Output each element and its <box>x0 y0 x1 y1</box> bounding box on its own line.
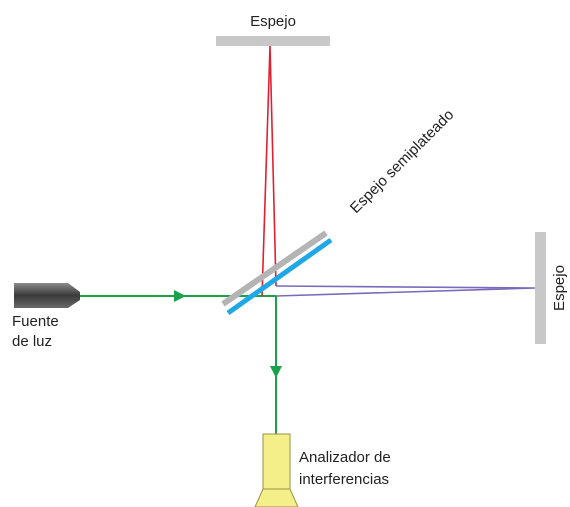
beam-splitter-label: Espejo semiplateado <box>347 106 457 216</box>
right-arm-beam <box>275 285 536 297</box>
source-beam-arrow <box>174 290 186 302</box>
analyzer-label-line1: Analizador de <box>299 449 391 466</box>
interference-analyzer-base <box>254 488 299 507</box>
top-arm-beam <box>261 45 277 297</box>
analyzer-label-line2: interferencias <box>299 471 389 488</box>
light-source <box>14 283 80 308</box>
top-mirror <box>216 36 330 46</box>
right-mirror-label: Espejo <box>551 265 568 311</box>
top-mirror-label: Espejo <box>250 13 296 30</box>
right-mirror <box>535 232 546 344</box>
output-beam-arrow <box>270 366 282 378</box>
interference-analyzer <box>262 433 291 490</box>
beam-splitter <box>226 237 333 316</box>
source-label-line2: de luz <box>12 333 52 350</box>
source-label-line1: Fuente <box>12 313 59 330</box>
beam-splitter-back <box>221 230 328 307</box>
